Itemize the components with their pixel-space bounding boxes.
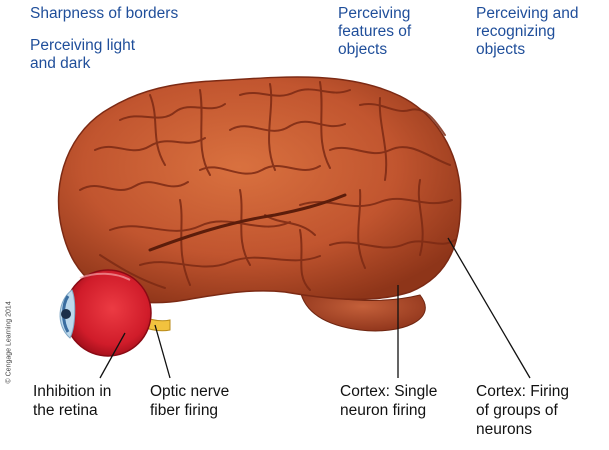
- label-perceiving-features: Perceiving features of objects: [338, 5, 412, 58]
- leader-line-optic: [154, 324, 171, 379]
- eyeball: [59, 269, 152, 357]
- lateral-fissure: [148, 193, 347, 252]
- label-perceiving-light-dark: Perceiving light and dark: [30, 37, 136, 72]
- leader-line-retina: [99, 332, 126, 379]
- label-cortex-single-neuron: Cortex: Single neuron firing: [340, 383, 438, 419]
- label-optic-nerve-firing: Optic nerve fiber firing: [150, 383, 230, 419]
- leader-line-groups: [447, 237, 531, 379]
- label-cortex-groups: Cortex: Firing of groups of neurons: [476, 383, 570, 438]
- brain-folds: [79, 81, 456, 291]
- label-perceiving-recognizing: Perceiving and recognizing objects: [476, 5, 579, 58]
- label-inhibition-retina: Inhibition in the retina: [33, 383, 112, 419]
- leader-lines: [99, 237, 531, 379]
- copyright-credit: © Cengage Learning 2014: [5, 301, 13, 384]
- label-sharpness-of-borders: Sharpness of borders: [30, 5, 179, 22]
